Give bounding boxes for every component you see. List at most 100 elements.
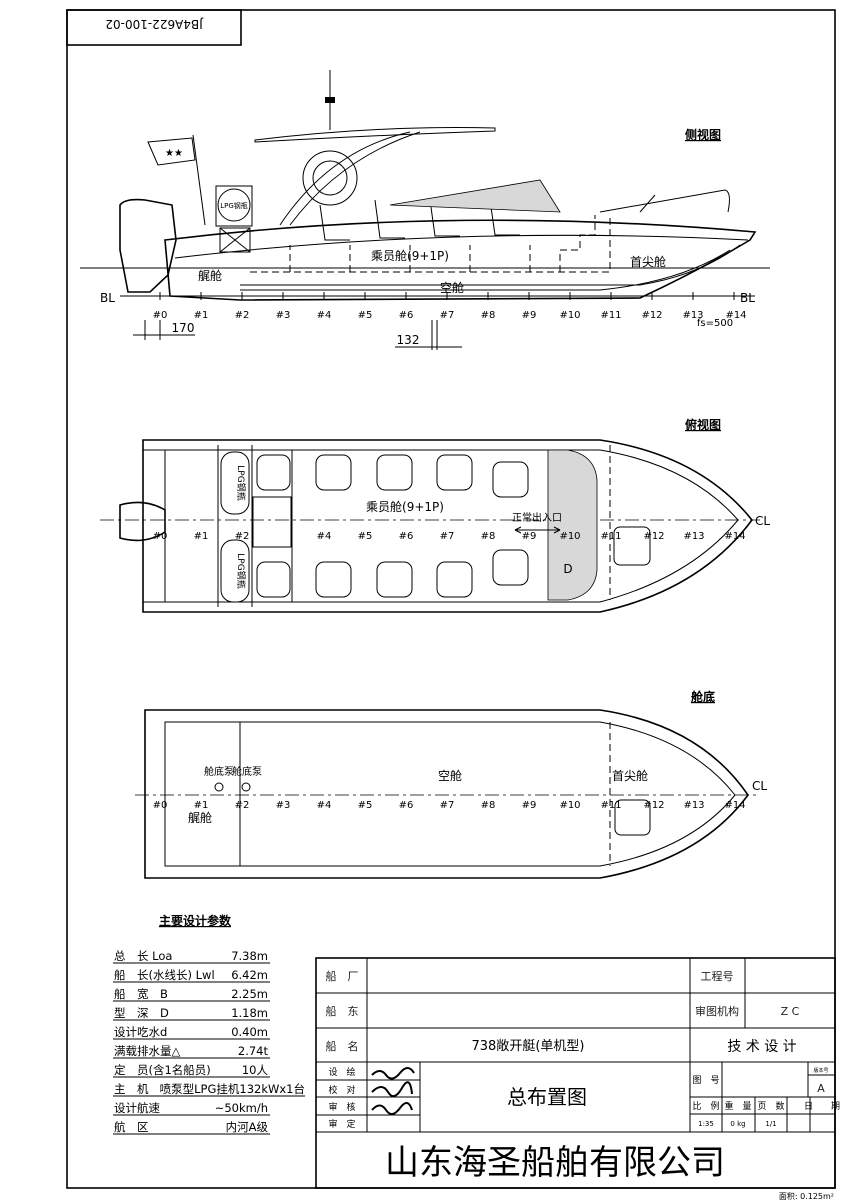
bottom-view-title: 舱底 xyxy=(691,689,715,704)
bottom-frame-label: #5 xyxy=(358,800,373,811)
version-label: 版本号 xyxy=(813,1067,828,1074)
side-frame-label: #8 xyxy=(481,310,496,321)
entrance-arrow-icon xyxy=(514,526,561,534)
life-ring xyxy=(302,150,358,206)
param-label: 满载排水量△ xyxy=(114,1044,180,1058)
side-frame-label: #11 xyxy=(600,310,621,321)
top-frame-label: #0 xyxy=(153,531,168,542)
bottom-void-label: 空舱 xyxy=(438,769,462,783)
lpg-tank-port xyxy=(220,451,250,515)
bottom-hatch xyxy=(614,799,651,836)
bottom-frame-label: #0 xyxy=(153,800,168,811)
param-label: 船 长(水线长) Lwl xyxy=(114,968,215,982)
scale-value: 1:35 xyxy=(698,1120,714,1128)
bottom-frame-label: #9 xyxy=(522,800,537,811)
param-label: 航 区 xyxy=(114,1120,149,1134)
param-label: 定 员(含1名船员) xyxy=(114,1063,211,1077)
scale-label: 比 例 xyxy=(692,1100,719,1112)
lpg-label-port: LPG钢瓶 xyxy=(235,465,247,500)
bottom-frame-label: #11 xyxy=(600,800,621,811)
bow-hatch xyxy=(613,526,651,566)
title-block: 船 厂 船 东 船 名 738敞开艇(单机型) 工程号 审图机构 Z C 技 术… xyxy=(315,957,840,1189)
side-frame-label: #6 xyxy=(399,310,414,321)
role-reviewer: 审 核 xyxy=(328,1101,355,1113)
role-approver: 审 定 xyxy=(328,1118,355,1130)
top-hull-outline xyxy=(142,439,754,613)
owner-label: 船 东 xyxy=(326,1004,359,1018)
drawing-number-stamp: JB4A622-100-02 xyxy=(105,17,203,31)
console xyxy=(547,449,598,601)
dim-frame-line xyxy=(395,320,462,350)
bottom-frame-label: #2 xyxy=(235,800,250,811)
bottom-forepeak-label: 首尖舱 xyxy=(612,769,648,783)
top-frame-label: #4 xyxy=(317,531,332,542)
flag-stars: ★★ xyxy=(165,148,183,159)
bilge-pump-icon xyxy=(241,782,251,792)
bottom-frame-label: #10 xyxy=(559,800,580,811)
baseline-label-fwd: BL xyxy=(740,291,755,305)
top-view: 俯视图 CL LPG钢瓶 LPG钢瓶 D 正常出入口 xyxy=(100,417,770,613)
signatures xyxy=(371,1067,415,1115)
frame-spacing-note: fs=500 xyxy=(697,318,733,329)
bottom-frame-label: #4 xyxy=(317,800,332,811)
top-frame-label: #1 xyxy=(194,531,209,542)
weight-label: 重 量 xyxy=(724,1100,751,1112)
company-name: 山东海圣船舶有限公司 xyxy=(385,1143,725,1183)
entrance-label: 正常出入口 xyxy=(512,511,562,524)
role-designer: 设 绘 xyxy=(328,1066,355,1078)
ship-name-value: 738敞开艇(单机型) xyxy=(472,1038,585,1054)
bottom-frame-label: #6 xyxy=(399,800,414,811)
date-label: 日 期 xyxy=(804,1101,840,1112)
top-frame-label: #8 xyxy=(481,531,496,542)
hull-profile xyxy=(164,219,757,301)
seats xyxy=(256,454,529,598)
bottom-hull-outline xyxy=(144,709,749,879)
side-frame-label: #10 xyxy=(559,310,580,321)
param-label: 主 机 xyxy=(114,1082,149,1096)
top-frame-label: #10 xyxy=(559,531,580,542)
review-org-value: Z C xyxy=(781,1005,800,1018)
battery-box xyxy=(252,496,292,548)
param-label: 船 宽 B xyxy=(114,987,168,1001)
bottom-frame-label: #8 xyxy=(481,800,496,811)
design-parameters: 主要设计参数 总 长 Loa 7.38m 船 长(水线长) Lwl 6.42m … xyxy=(113,913,305,1135)
param-value: 内河A级 xyxy=(226,1120,269,1134)
side-stern-label: 艉舱 xyxy=(198,269,222,283)
drawing-number-stamp-box xyxy=(66,9,242,46)
pages-value: 1/1 xyxy=(765,1120,776,1128)
outboard-motor xyxy=(119,198,177,293)
lpg-label-stbd: LPG钢瓶 xyxy=(235,553,247,588)
param-value: 1.18m xyxy=(231,1006,268,1020)
dim-stern-line xyxy=(133,320,195,340)
bottom-frame-label: #7 xyxy=(440,800,455,811)
param-label: 型 深 D xyxy=(114,1006,169,1020)
top-centerline-label: CL xyxy=(755,514,770,528)
bilge-pump-label: 舱底泵 xyxy=(232,765,262,778)
side-view: 侧视图 BL BL ★★ LPG钢瓶 xyxy=(80,70,770,350)
top-frame-label: #5 xyxy=(358,531,373,542)
ship-name-label: 船 名 xyxy=(326,1039,359,1053)
top-frame-label: #7 xyxy=(440,531,455,542)
drawing-no-label: 图 号 xyxy=(692,1075,719,1086)
console-label: D xyxy=(563,562,572,576)
design-stage: 技 术 设 计 xyxy=(727,1039,796,1055)
weight-value: 0 kg xyxy=(730,1120,745,1128)
top-frame-label: #11 xyxy=(600,531,621,542)
bottom-frame-label: #12 xyxy=(643,800,664,811)
bottom-frame-label: #1 xyxy=(194,800,209,811)
side-frame-label: #12 xyxy=(641,310,662,321)
param-value: 7.38m xyxy=(231,949,268,963)
baseline-label-aft: BL xyxy=(100,291,115,305)
review-org-label: 审图机构 xyxy=(695,1004,739,1018)
t-top xyxy=(254,127,496,143)
lpg-tank-icon xyxy=(217,188,251,222)
top-frame-label: #13 xyxy=(683,531,704,542)
bilge-pump-icon xyxy=(214,782,224,792)
param-value: ~50km/h xyxy=(215,1101,268,1115)
lpg-tank-label: LPG钢瓶 xyxy=(220,201,248,210)
bottom-frame-label: #14 xyxy=(724,800,745,811)
param-value: 2.74t xyxy=(238,1044,269,1058)
side-forepeak-label: 首尖舱 xyxy=(630,255,666,269)
version-value: A xyxy=(817,1082,825,1095)
bottom-frame-label: #13 xyxy=(683,800,704,811)
